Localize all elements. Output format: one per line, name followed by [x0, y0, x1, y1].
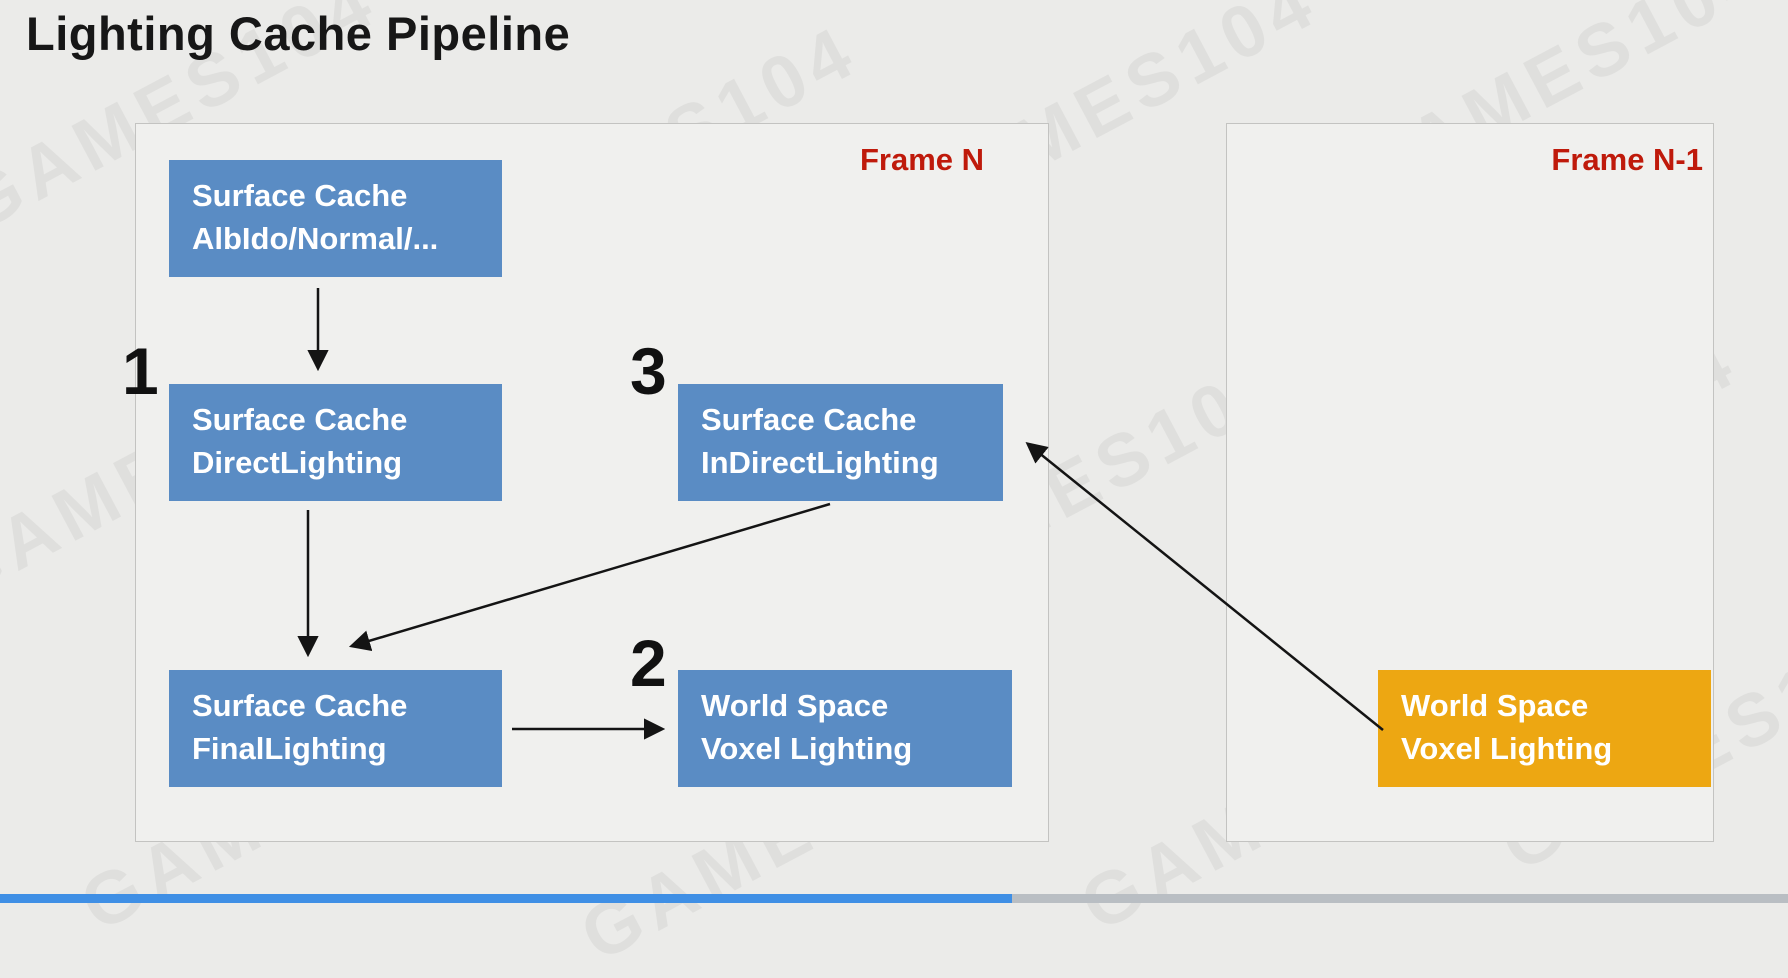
- step-number-1: 1: [122, 334, 159, 408]
- frame-n-label: Frame N: [859, 142, 984, 177]
- video-progress-bar[interactable]: [0, 894, 1788, 903]
- node-surface-cache-direct-lighting: Surface Cache DirectLighting: [169, 384, 502, 501]
- frame-n1-label: Frame N-1: [1551, 142, 1703, 177]
- node-label-line2: FinalLighting: [192, 730, 387, 766]
- node-surface-cache-final-lighting: Surface Cache FinalLighting: [169, 670, 502, 787]
- node-label-line2: AlbIdo/Normal/...: [192, 220, 439, 256]
- node-surface-cache-albedo: Surface Cache AlbIdo/Normal/...: [169, 160, 502, 277]
- node-label-line1: World Space: [701, 688, 889, 723]
- node-world-space-voxel-lighting-frame-n: World Space Voxel Lighting: [678, 670, 1012, 787]
- page-title: Lighting Cache Pipeline: [26, 7, 571, 60]
- node-label-line2: DirectLighting: [192, 444, 403, 480]
- node-label-line1: Surface Cache: [192, 402, 408, 437]
- node-surface-cache-indirect-lighting: Surface Cache InDirectLighting: [678, 384, 1003, 501]
- node-label-line2: Voxel Lighting: [1401, 730, 1613, 766]
- node-label-line1: Surface Cache: [192, 688, 408, 723]
- node-label-line2: InDirectLighting: [701, 444, 939, 480]
- node-label-line1: World Space: [1401, 688, 1589, 723]
- video-progress-fill: [0, 894, 1012, 903]
- node-label-line1: Surface Cache: [192, 178, 408, 213]
- node-world-space-voxel-lighting-frame-n1: World Space Voxel Lighting: [1378, 670, 1711, 787]
- step-number-2: 2: [630, 626, 667, 700]
- step-number-3: 3: [630, 334, 667, 408]
- node-label-line2: Voxel Lighting: [701, 730, 913, 766]
- node-label-line1: Surface Cache: [701, 402, 917, 437]
